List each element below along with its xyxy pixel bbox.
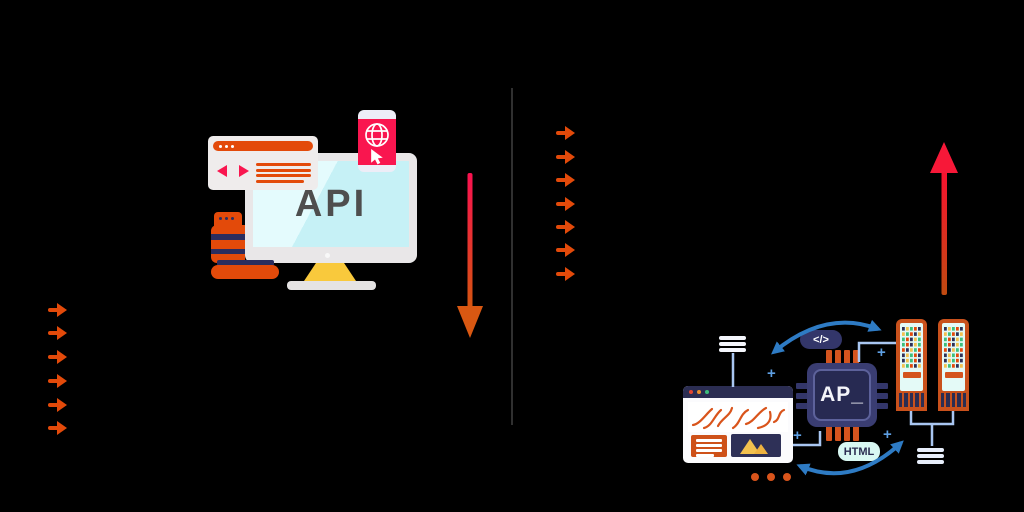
- mountains-icon: [740, 439, 768, 454]
- server-stack-icon: [211, 225, 245, 263]
- server-panel: [942, 323, 965, 391]
- bullet-arrow-icon: [48, 350, 67, 364]
- chip-pin: [826, 350, 832, 365]
- chip-face: AP_: [813, 369, 871, 421]
- bullet-arrow-icon: [48, 303, 67, 317]
- server-led-grid: [944, 327, 963, 368]
- section-divider: [511, 88, 513, 425]
- server-tower: [938, 319, 969, 411]
- server-tower: [896, 319, 927, 411]
- html-badge: HTML: [838, 442, 880, 461]
- server-stack-base-row: [217, 260, 274, 266]
- cursor-icon: [371, 149, 383, 165]
- server-vents: [899, 393, 925, 407]
- image-card: [731, 434, 781, 457]
- flow-down-arrow: [457, 173, 483, 338]
- server-bracket: [909, 411, 955, 446]
- chip-pin: [853, 426, 859, 441]
- plus-icon: +: [877, 344, 886, 361]
- server-stack-top-icon: [214, 212, 242, 226]
- html-badge-label: HTML: [843, 445, 875, 458]
- server-slot: [944, 372, 963, 378]
- chip-label: AP_: [820, 383, 864, 406]
- webpage-titlebar: [683, 386, 793, 398]
- plus-icon: +: [767, 365, 776, 382]
- monitor-stand: [304, 263, 356, 281]
- bullet-arrow-icon: [556, 243, 575, 257]
- dot: [751, 473, 759, 481]
- text-line: [256, 174, 311, 177]
- server-led-grid: [902, 327, 921, 368]
- chip-pin: [875, 393, 888, 399]
- chip-pin: [875, 403, 888, 409]
- code-badge-label: </>: [813, 333, 829, 346]
- bullet-arrow-icon: [556, 150, 575, 164]
- forward-arrow-icon: [239, 165, 249, 177]
- plus-icon: +: [793, 427, 802, 444]
- chip-pin: [796, 393, 809, 399]
- chip-pin: [826, 426, 832, 441]
- phone-icon: [358, 110, 396, 172]
- bullet-arrow-icon: [556, 220, 575, 234]
- chip-pin: [835, 350, 841, 365]
- api-chip: AP_: [807, 363, 877, 427]
- squiggle-lines-icon: [691, 406, 786, 430]
- text-block-card: [691, 435, 727, 457]
- text-line: [256, 168, 311, 172]
- server-slot: [902, 372, 921, 378]
- bullet-arrow-icon: [556, 173, 575, 187]
- chip-pin: [853, 350, 859, 365]
- window-dot-green: [704, 390, 709, 394]
- monitor-camera-dot: [325, 253, 330, 258]
- flow-up-arrow: [930, 142, 958, 295]
- back-arrow-icon: [217, 165, 227, 177]
- globe-icon: [365, 123, 389, 147]
- bullet-arrow-icon: [48, 326, 67, 340]
- monitor-base: [287, 281, 376, 290]
- plus-icon: +: [883, 426, 892, 443]
- bullet-arrow-icon: [556, 126, 575, 140]
- bullet-arrow-icon: [556, 197, 575, 211]
- window-dot-amber: [696, 390, 701, 394]
- server-vents: [941, 393, 967, 407]
- chip-pin: [835, 426, 841, 441]
- chip-pin: [875, 383, 888, 389]
- bullet-arrow-icon: [556, 267, 575, 281]
- bullet-arrow-icon: [48, 374, 67, 388]
- chip-pin: [844, 350, 850, 365]
- text-line: [256, 179, 304, 183]
- text-line: [256, 163, 311, 166]
- dot: [767, 473, 775, 481]
- window-dot-red: [688, 390, 693, 394]
- address-bar: [213, 141, 313, 151]
- menu-lines-icon: [917, 448, 944, 464]
- code-badge: </>: [800, 330, 842, 349]
- menu-lines-icon: [719, 336, 746, 352]
- chip-pin: [796, 383, 809, 389]
- bullet-arrow-icon: [48, 421, 67, 435]
- dot: [783, 473, 791, 481]
- browser-window: [208, 136, 318, 190]
- server-stack-bottom: [211, 265, 279, 279]
- content-curves-panel: [688, 402, 788, 432]
- chip-pin: [796, 403, 809, 409]
- chip-pin: [844, 426, 850, 441]
- monitor: API: [245, 153, 417, 263]
- server-panel: [900, 323, 923, 391]
- webpage-window: [683, 386, 793, 463]
- bullet-arrow-icon: [48, 398, 67, 412]
